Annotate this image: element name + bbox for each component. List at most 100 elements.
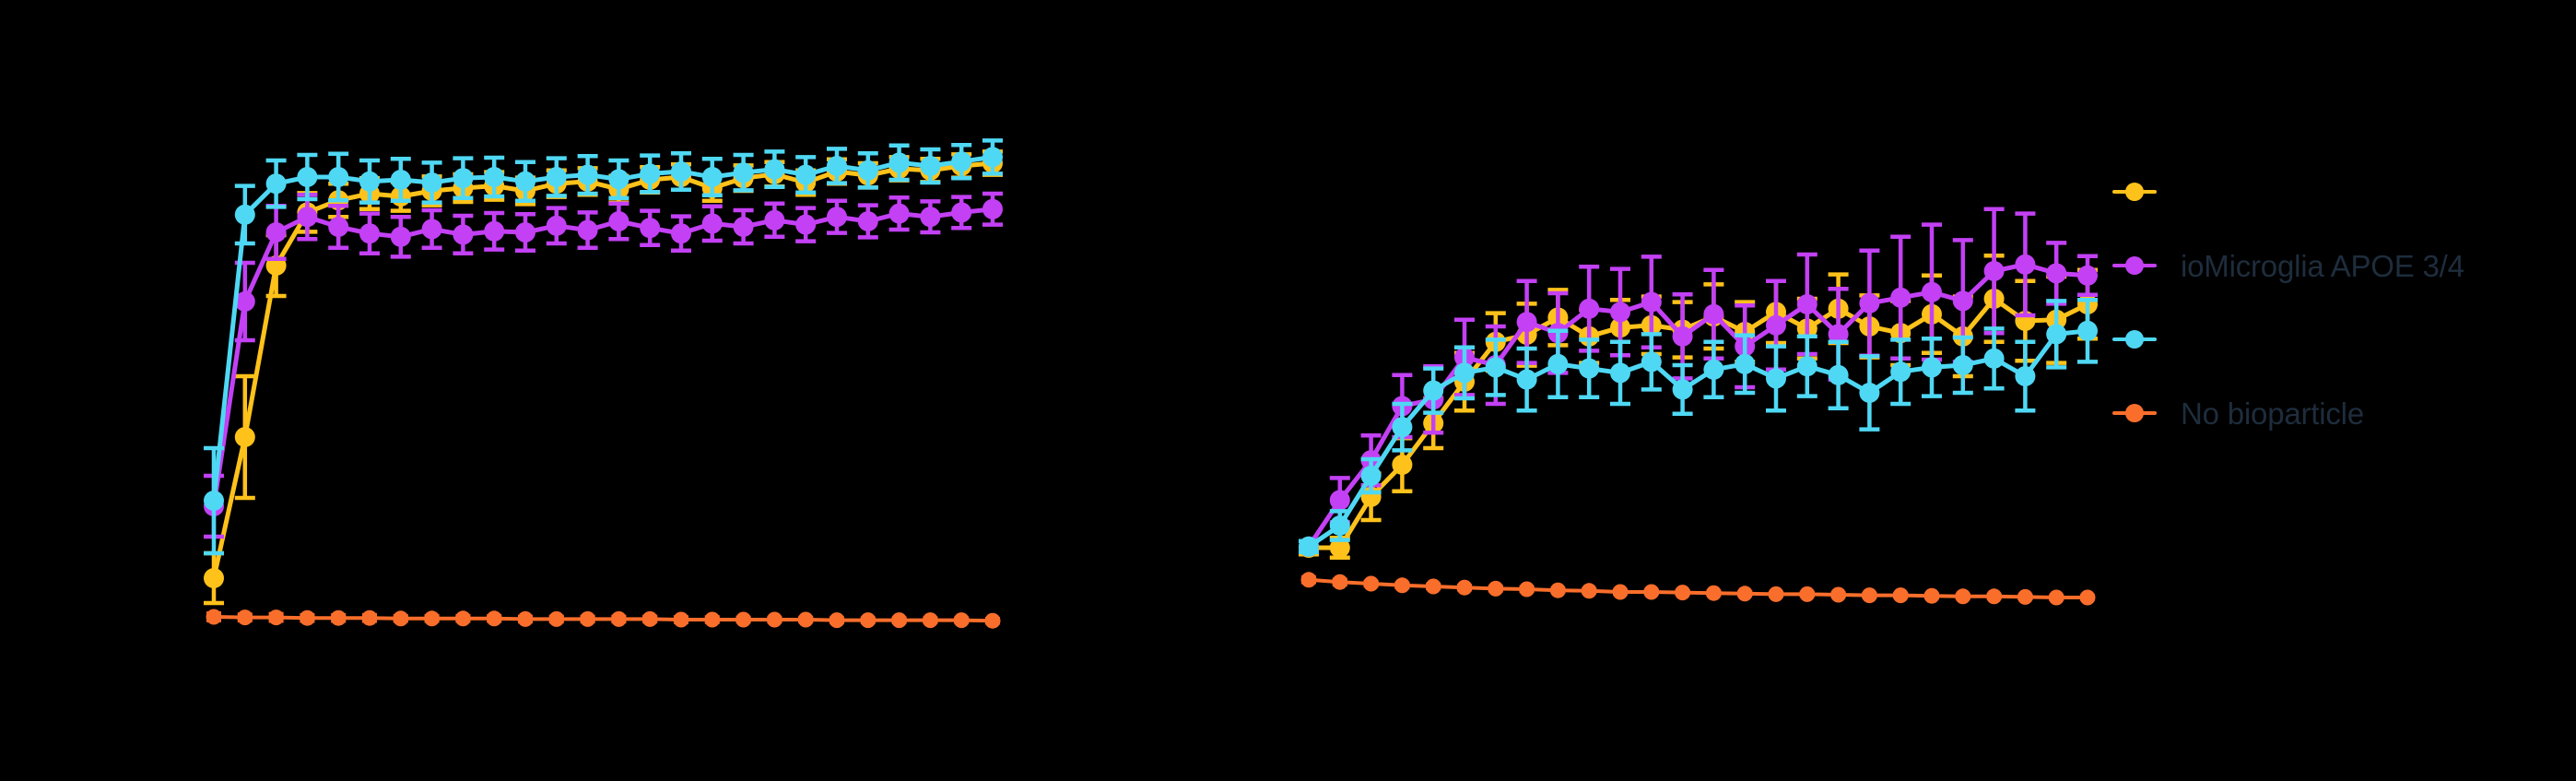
- chart-legend: ioMicroglia APOE 3/4 No bioparticle: [2112, 155, 2464, 450]
- data-point: [546, 167, 567, 187]
- data-point: [1363, 575, 1380, 592]
- data-point: [1454, 362, 1475, 384]
- legend-marker-icon: [2112, 181, 2157, 203]
- data-point: [1641, 291, 1662, 313]
- data-point: [766, 611, 782, 628]
- legend-item-label: ioMicroglia APOE 3/4: [2181, 248, 2464, 283]
- data-point: [857, 211, 878, 231]
- data-point: [1705, 585, 1722, 601]
- data-point: [237, 609, 253, 626]
- data-point: [1923, 587, 1940, 604]
- data-point: [330, 609, 347, 626]
- data-point: [2077, 320, 2098, 341]
- data-point: [234, 291, 255, 312]
- data-point: [764, 209, 785, 231]
- data-point: [1423, 380, 1444, 401]
- data-point: [797, 611, 814, 628]
- data-point: [1672, 325, 1693, 347]
- data-point: [515, 171, 535, 192]
- data-point: [297, 167, 318, 187]
- data-point: [424, 610, 441, 627]
- data-point: [1641, 351, 1662, 373]
- data-point: [2048, 589, 2064, 606]
- data-point: [484, 220, 505, 242]
- data-point: [2046, 324, 2067, 345]
- data-point: [1859, 292, 1880, 314]
- data-point: [1952, 290, 1973, 312]
- data-point: [891, 612, 908, 629]
- data-point: [1549, 582, 1566, 598]
- legend-item-0[interactable]: [2112, 155, 2464, 229]
- data-point: [1735, 353, 1756, 374]
- data-point: [234, 204, 255, 225]
- legend-item-2[interactable]: [2112, 302, 2464, 376]
- data-point: [454, 610, 471, 627]
- data-point: [857, 160, 878, 181]
- data-point: [1828, 364, 1849, 385]
- data-point: [735, 611, 752, 628]
- series-series-purple: [204, 191, 1003, 539]
- series-series-orange-no-bioparticle: [206, 609, 1001, 629]
- data-point: [795, 214, 817, 235]
- data-point: [984, 612, 1001, 629]
- legend-marker-icon: [2112, 328, 2157, 350]
- data-point: [671, 223, 691, 244]
- data-point: [1672, 379, 1693, 400]
- data-point: [641, 610, 658, 627]
- data-point: [733, 217, 754, 237]
- data-point: [453, 168, 474, 189]
- data-point: [764, 159, 785, 180]
- data-point: [1547, 353, 1569, 374]
- data-point: [1332, 574, 1348, 590]
- data-point: [328, 167, 349, 187]
- data-point: [328, 217, 349, 237]
- data-point: [1392, 455, 1413, 475]
- data-point: [1643, 584, 1660, 600]
- legend-item-1[interactable]: ioMicroglia APOE 3/4: [2112, 229, 2464, 302]
- legend-item-3[interactable]: No bioparticle: [2112, 376, 2464, 450]
- data-point: [206, 609, 222, 625]
- data-point: [1768, 586, 1784, 602]
- data-point: [922, 612, 938, 629]
- data-point: [2046, 263, 2067, 284]
- data-point: [640, 218, 661, 239]
- data-point: [2017, 588, 2033, 605]
- data-point: [361, 609, 378, 626]
- data-point: [2015, 254, 2036, 275]
- data-point: [1581, 583, 1597, 599]
- data-point: [1703, 359, 1724, 380]
- data-point: [546, 215, 567, 236]
- data-point: [265, 222, 287, 243]
- data-point: [1796, 294, 1817, 314]
- data-point: [299, 609, 315, 626]
- data-point: [1766, 368, 1786, 389]
- data-point: [2079, 589, 2096, 606]
- data-point: [1675, 585, 1691, 601]
- data-point: [1859, 383, 1880, 403]
- data-point: [1703, 303, 1724, 325]
- data-point: [1610, 302, 1630, 323]
- data-point: [204, 568, 224, 588]
- data-point: [453, 224, 474, 245]
- data-point: [827, 207, 847, 228]
- data-point: [1983, 261, 2005, 281]
- data-point: [1922, 357, 1942, 378]
- data-point: [548, 610, 565, 627]
- data-point: [1392, 417, 1413, 438]
- data-point: [673, 611, 689, 628]
- data-point: [1796, 356, 1817, 377]
- data-point: [608, 169, 629, 190]
- data-point: [517, 610, 534, 627]
- data-point: [268, 609, 285, 626]
- legend-item-label: No bioparticle: [2181, 396, 2364, 431]
- data-point: [580, 610, 596, 627]
- data-point: [1425, 578, 1441, 595]
- data-point: [1300, 572, 1317, 588]
- data-point: [359, 223, 380, 244]
- data-point: [2077, 265, 2098, 286]
- data-point: [953, 612, 970, 629]
- data-point: [421, 219, 442, 240]
- data-point: [390, 226, 411, 247]
